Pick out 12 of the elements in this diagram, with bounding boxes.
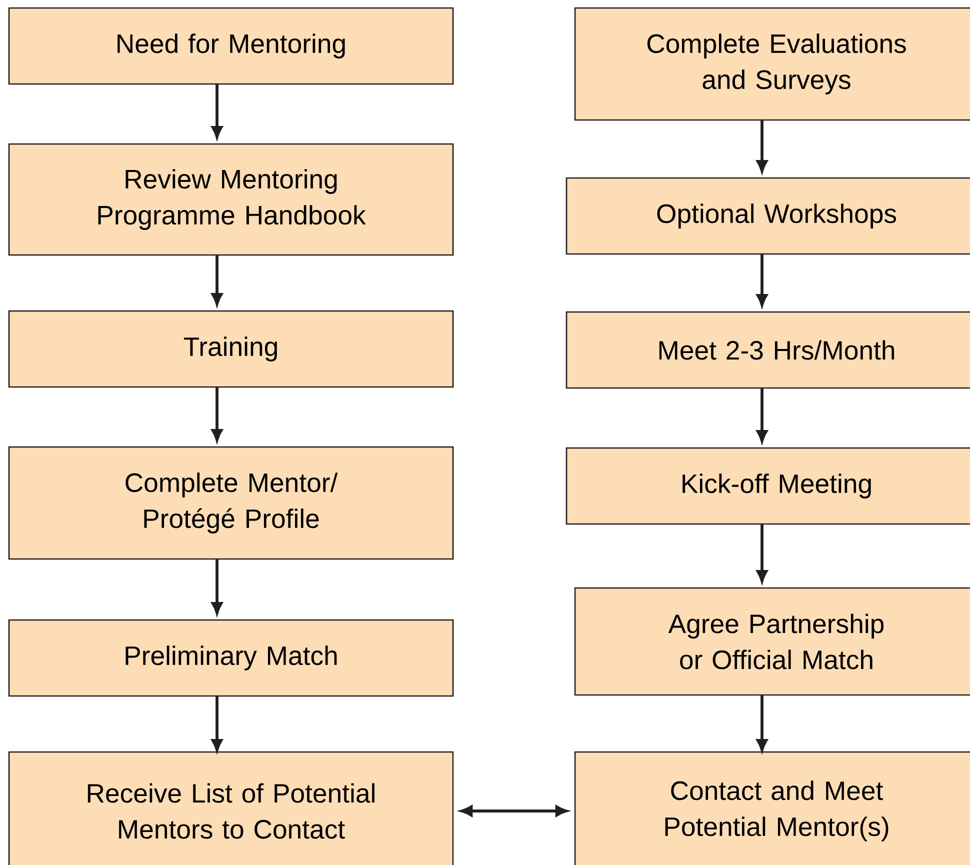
process-box: Complete Evaluations and Surveys bbox=[574, 7, 970, 121]
process-box: Meet 2-3 Hrs/Month bbox=[566, 311, 970, 389]
process-box: Complete Mentor/ Protégé Profile bbox=[8, 446, 454, 560]
process-box: Kick-off Meeting bbox=[566, 447, 970, 525]
process-box: Receive List of Potential Mentors to Contact bbox=[8, 751, 454, 865]
process-box: Agree Partnership or Official Match bbox=[574, 587, 970, 696]
process-box: Review Mentoring Programme Handbook bbox=[8, 143, 454, 256]
process-box: Need for Mentoring bbox=[8, 7, 454, 85]
process-box: Optional Workshops bbox=[566, 177, 970, 255]
process-box: Training bbox=[8, 310, 454, 388]
process-box: Contact and Meet Potential Mentor(s) bbox=[574, 751, 970, 865]
process-box: Preliminary Match bbox=[8, 619, 454, 697]
